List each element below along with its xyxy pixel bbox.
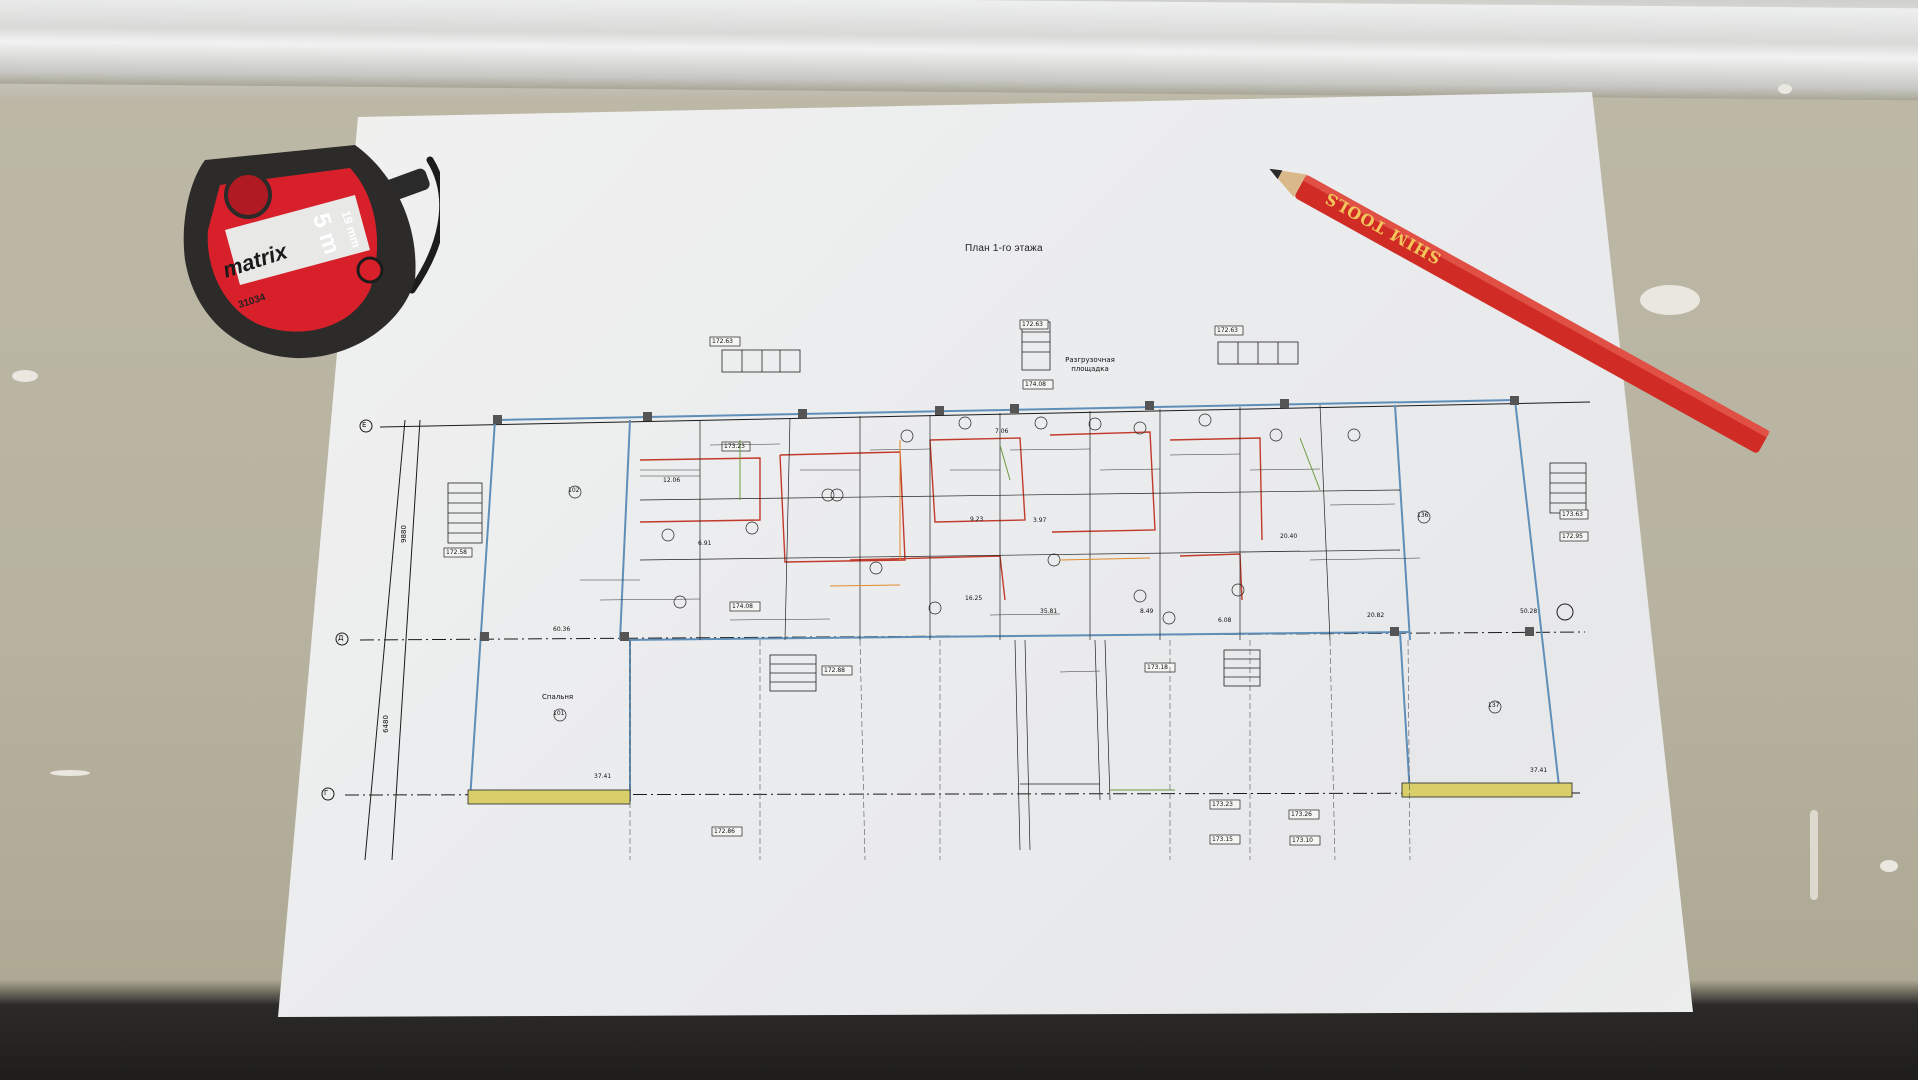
mark-label: 6.91 [698, 540, 712, 547]
mark-label: 37.41 [1530, 767, 1548, 774]
elevation-label: 172.86 [714, 828, 735, 835]
wall-interior [1169, 437, 1263, 541]
lock-button [224, 171, 272, 219]
tape-strap [408, 156, 440, 294]
columns [480, 396, 1534, 641]
elevation-boxes [443, 319, 1589, 846]
elevation-label: 173.63 [1562, 511, 1583, 518]
dimension-line-left-inner [391, 419, 421, 861]
tape-label-band [225, 195, 370, 285]
terrace-hatch-east [1401, 782, 1573, 798]
room-number: 101 [553, 710, 565, 717]
paint-chip [50, 770, 90, 776]
axis-label-g: Г [324, 789, 329, 797]
wall-south-core [619, 631, 1411, 641]
mark-label: 20.40 [1280, 533, 1298, 540]
stairs-north [721, 341, 1299, 373]
mark-label: 12.06 [663, 477, 681, 484]
axis-bubble-g [321, 787, 335, 801]
mark-label: 6.08 [1218, 617, 1232, 624]
mark-label: 37.41 [594, 773, 612, 780]
axis-line-e [379, 401, 1591, 428]
elevation-label: 173.15 [1212, 836, 1233, 843]
mark-label: 8.49 [1140, 608, 1154, 615]
elevation-label: 173.23 [724, 443, 745, 450]
axis-label-d: Д [338, 634, 344, 642]
paint-chip [12, 370, 38, 382]
mark-label: 9.23 [970, 516, 984, 523]
elevation-label: 173.18 [1147, 664, 1168, 671]
wall-interior [1049, 431, 1156, 533]
elevation-label: 172.58 [446, 549, 467, 556]
mark-label: 60.36 [553, 626, 571, 633]
wall-interior [929, 437, 1026, 523]
mark-label: 35.81 [1040, 608, 1058, 615]
wall-west-inner [619, 419, 631, 641]
dimension-line-left [364, 419, 406, 861]
pencil-lead [1269, 168, 1283, 180]
mark-label: 3.97 [1033, 517, 1047, 524]
elevation-label: 172.88 [824, 667, 845, 674]
wall-west-wing [469, 419, 496, 801]
paint-chip [1778, 84, 1792, 94]
paint-chip [1880, 860, 1898, 872]
elevation-label: 174.08 [1025, 381, 1046, 388]
elevation-label: 172.63 [712, 338, 733, 345]
mark-label: 50.28 [1520, 608, 1538, 615]
axis-label-e: Е [362, 421, 367, 429]
elevation-label: 172.95 [1562, 533, 1583, 540]
axis-bubble-e [359, 419, 373, 433]
paint-chip [1810, 810, 1818, 900]
mark-label: 20.82 [1367, 612, 1385, 619]
room-number: 136 [1417, 512, 1429, 519]
elevation-label: 173.26 [1291, 811, 1312, 818]
elevation-label: 172.63 [1022, 321, 1043, 328]
wall-north [494, 399, 1516, 421]
loading-area-label: Разгрузочная площадка [1065, 356, 1115, 373]
mark-label: 16.25 [965, 595, 983, 602]
plan-title: План 1-го этажа [965, 243, 1043, 254]
bedroom-label: Спальня [542, 693, 574, 701]
belt-rivet [356, 256, 384, 284]
elevation-label: 173.23 [1212, 801, 1233, 808]
wall-east-wing [1514, 399, 1561, 796]
elevation-label: 172.63 [1217, 327, 1238, 334]
mark-label: 7.06 [995, 428, 1009, 435]
room-number: 137 [1488, 702, 1500, 709]
paint-chip [1640, 285, 1700, 315]
elevation-label: 174.08 [732, 603, 753, 610]
stairs-south [769, 649, 1261, 692]
room-markers [553, 413, 1502, 722]
wall-east-inner [1394, 404, 1411, 641]
stairs-west [447, 482, 483, 544]
axis-bubble-d [335, 632, 349, 646]
tape-measure [183, 145, 440, 359]
exit-marker [1556, 603, 1574, 621]
room-number: 102 [568, 487, 580, 494]
elevation-label: 173.10 [1292, 837, 1313, 844]
pencil-body [1295, 175, 1769, 453]
